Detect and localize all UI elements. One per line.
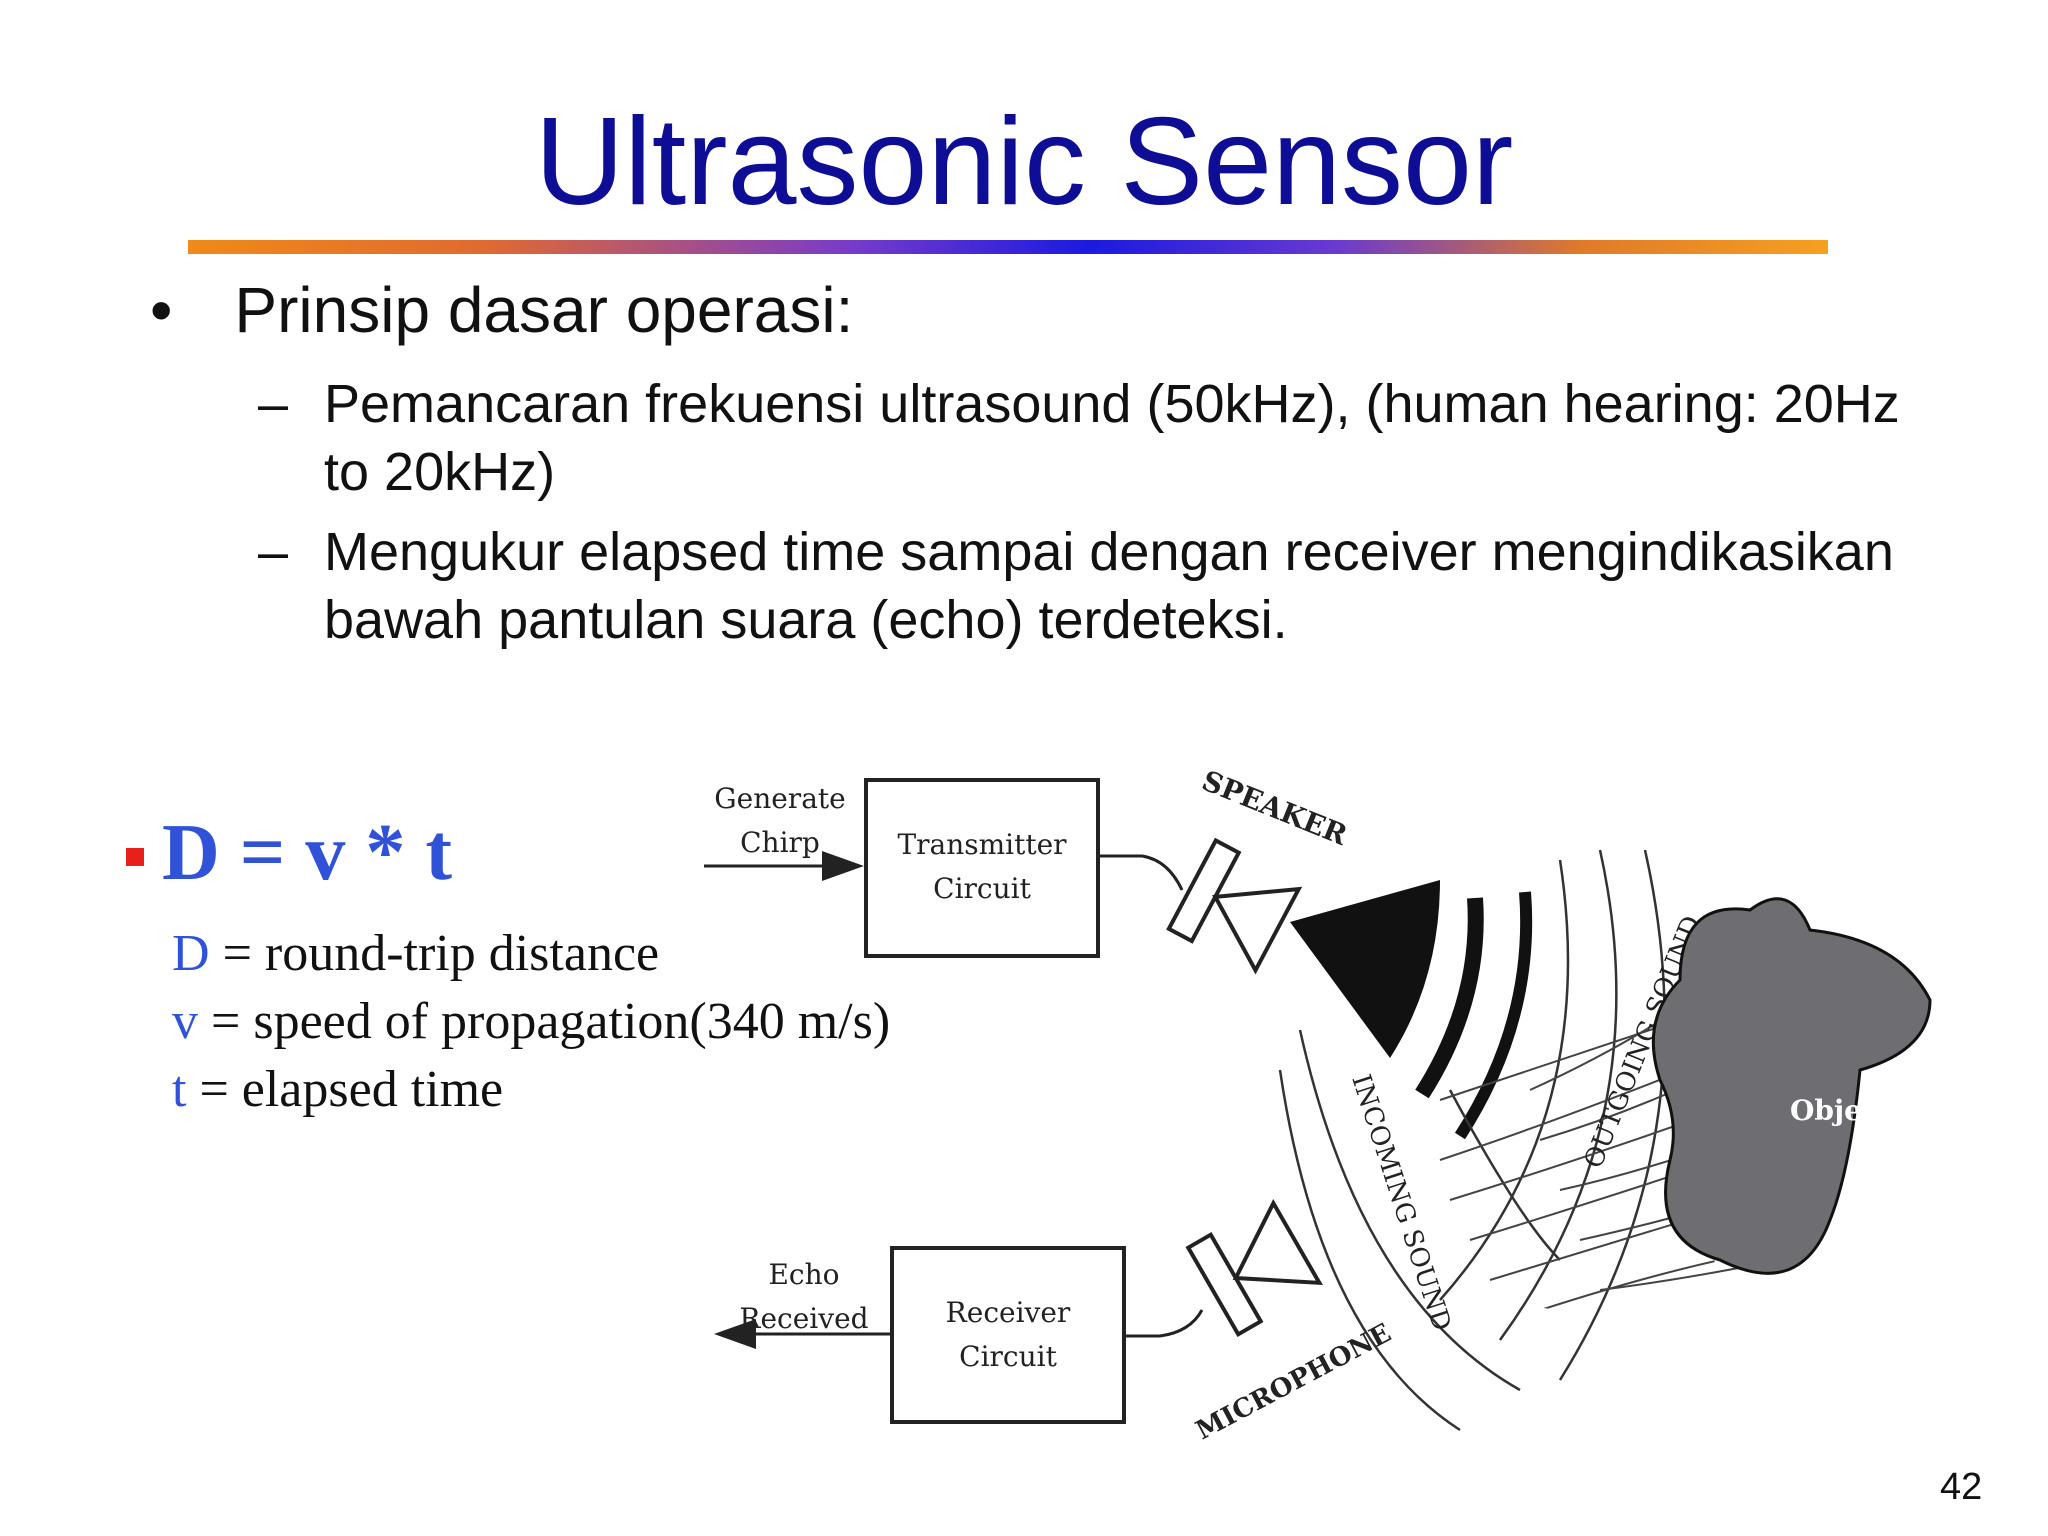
definition-v-var: v	[172, 993, 198, 1050]
receiver-wire	[1124, 1309, 1204, 1338]
page-number: 42	[1940, 1466, 1983, 1508]
definition-d: D = round-trip distance	[172, 920, 890, 988]
title-underline	[188, 240, 1828, 254]
outgoing-arc-4	[1558, 849, 1666, 1381]
outgoing-arc-2	[1439, 859, 1570, 1301]
definition-v-text: = speed of propagation(340 m/s)	[198, 993, 891, 1050]
formula: D = v * t	[126, 808, 452, 899]
object-label: Object	[1790, 1094, 1892, 1127]
definition-t-var: t	[172, 1061, 187, 1118]
definition-d-var: D	[172, 925, 210, 982]
transmitter-box	[864, 778, 1100, 958]
sub-item-1-dash: –	[258, 374, 289, 434]
definition-t: t = elapsed time	[172, 1056, 890, 1124]
bullet-dot: •	[150, 274, 173, 346]
wave-arc-1	[1415, 897, 1484, 1099]
formula-text: D = v * t	[162, 809, 452, 897]
receiver-label-1: Receiver	[946, 1296, 1071, 1329]
microphone-label: MICROPHONE	[1191, 1318, 1396, 1446]
emitted-wave	[1290, 880, 1440, 1058]
incoming-arc-1	[1298, 1029, 1521, 1392]
ultrasonic-diagram: Generate Chirp Transmitter Circuit SPEAK…	[704, 764, 1932, 1446]
speaker-icon	[1166, 837, 1303, 975]
incoming-arc-2	[1278, 1069, 1461, 1432]
object-shape	[1651, 897, 1932, 1275]
receiver-label-2: Circuit	[959, 1340, 1057, 1373]
transmitter-label-2: Circuit	[933, 872, 1031, 905]
incoming-sound-label: INCOMING SOUND	[1345, 1071, 1456, 1335]
sub-item-1: – Pemancaran frekuensi ultrasound (50kHz…	[258, 370, 1904, 506]
microphone-icon	[1185, 1198, 1323, 1338]
definition-t-text: = elapsed time	[186, 1061, 504, 1118]
outgoing-arc-3	[1498, 849, 1618, 1341]
transmitter-wire	[1098, 854, 1184, 891]
echo-received-label-2: Received	[739, 1302, 868, 1335]
main-bullet-text: Prinsip dasar operasi:	[234, 274, 854, 346]
wave-arc-2	[1454, 891, 1533, 1140]
transmitter-label-1: Transmitter	[897, 828, 1067, 861]
generate-chirp-label-2: Chirp	[740, 826, 820, 859]
main-bullet: • Prinsip dasar operasi:	[150, 272, 853, 349]
red-square-bullet	[126, 847, 144, 866]
definition-d-text: = round-trip distance	[209, 925, 660, 982]
sub-item-1-text: Pemancaran frekuensi ultrasound (50kHz),…	[324, 374, 1900, 502]
sub-item-2: – Mengukur elapsed time sampai dengan re…	[258, 518, 1904, 654]
generate-chirp-label-1: Generate	[714, 782, 845, 815]
echo-received-label-1: Echo	[768, 1258, 839, 1291]
definitions: D = round-trip distance v = speed of pro…	[172, 920, 890, 1124]
definition-v: v = speed of propagation(340 m/s)	[172, 988, 890, 1056]
sub-item-2-dash: –	[258, 522, 289, 582]
receiver-box	[890, 1246, 1126, 1424]
sub-item-2-text: Mengukur elapsed time sampai dengan rece…	[324, 522, 1894, 650]
slide-title: Ultrasonic Sensor	[534, 93, 1514, 231]
speaker-label: SPEAKER	[1197, 764, 1352, 852]
